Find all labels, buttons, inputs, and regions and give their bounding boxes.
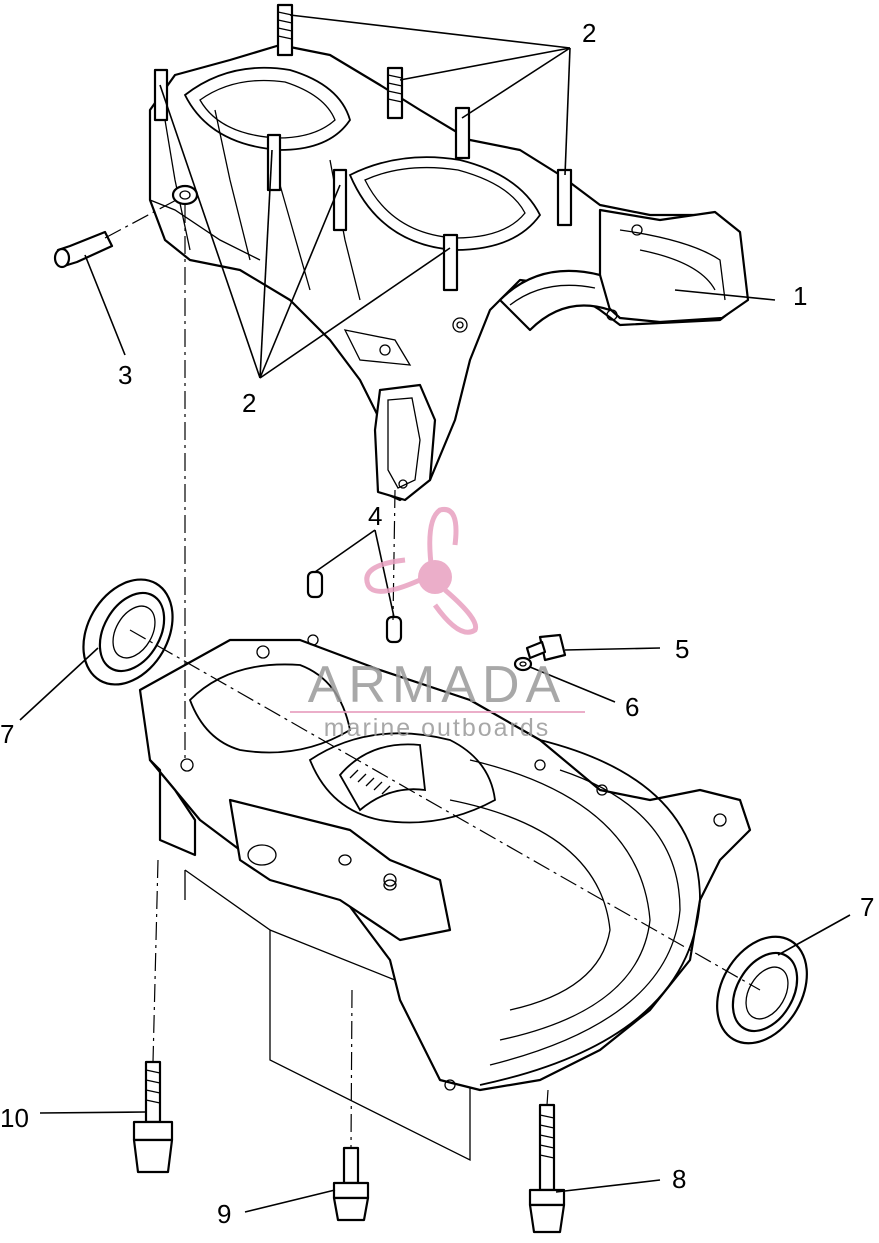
callout-6: 6	[625, 692, 639, 722]
callout-3: 3	[118, 360, 132, 390]
bolt-part-3	[53, 230, 114, 269]
watermark-brand: ARMADA	[308, 656, 566, 714]
lower-crankcase	[138, 634, 752, 1162]
callout-2-top: 2	[582, 18, 596, 48]
washer-part-6	[513, 656, 533, 672]
oil-seal-right-part-7	[716, 935, 808, 1045]
watermark-armada-logo: ARMADA marine outboards	[290, 506, 585, 742]
callout-1: 1	[793, 281, 807, 311]
callout-labels: 1 2 2 3 4 5 6 7 7 8 9 10	[0, 18, 874, 1229]
bolt-part-10	[132, 1060, 174, 1174]
oil-seal-left-part-7	[82, 578, 174, 686]
bolt-part-8	[528, 1103, 566, 1234]
callout-2-bottom: 2	[242, 388, 256, 418]
callout-9: 9	[217, 1199, 231, 1229]
propeller-logo-icon	[364, 506, 479, 635]
dowel-pins-part-4	[306, 570, 403, 644]
bolt-part-5	[525, 633, 567, 662]
callout-7-left: 7	[0, 719, 14, 749]
alignment-lines	[104, 197, 761, 1149]
studs-part-2	[153, 3, 573, 292]
callout-7-right: 7	[860, 892, 874, 922]
leader-lines	[19, 14, 851, 1213]
callout-4: 4	[368, 501, 382, 531]
watermark-tagline: marine outboards	[324, 714, 551, 742]
callout-8: 8	[672, 1164, 686, 1194]
callout-10: 10	[0, 1103, 29, 1133]
callout-5: 5	[675, 634, 689, 664]
bolt-part-9	[332, 1146, 370, 1222]
